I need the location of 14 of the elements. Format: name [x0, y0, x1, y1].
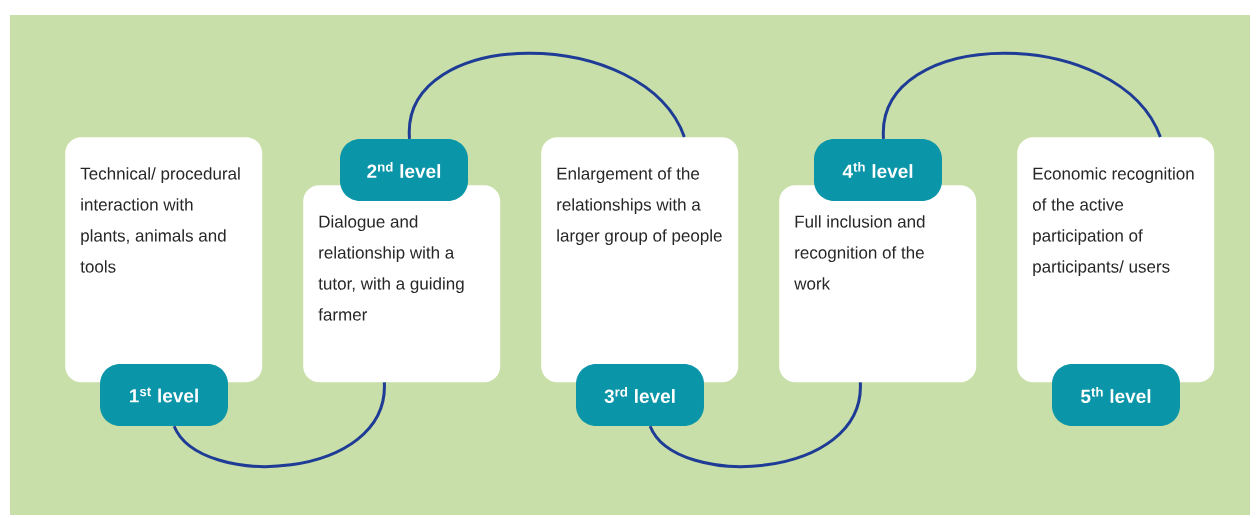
- level-badge: 3$^{rd}$ level: [576, 364, 704, 426]
- connecting-curve: [648, 382, 862, 468]
- level-badge: 4$^{th}$ level: [814, 139, 942, 201]
- level-badge: 1$^{st}$ level: [100, 364, 228, 426]
- text-card: Economic recognition of the active participation of participants/ users: [1017, 137, 1215, 383]
- connecting-curve: [408, 51, 686, 139]
- text-card: Technical/ procedural interaction with plants, animals and tools: [65, 137, 263, 383]
- level-badge: 2$^{nd}$ level: [340, 139, 468, 201]
- text-card: Dialogue and relationship with a tutor, with a guiding farmer: [303, 185, 501, 383]
- text-card: Full inclusion and recognition of the work: [779, 185, 977, 383]
- connecting-curve: [172, 382, 386, 468]
- text-card: Enlargement of the relationships with a larger group of people: [541, 137, 739, 383]
- level-badge: 5$^{th}$ level: [1052, 364, 1180, 426]
- connecting-curve: [882, 51, 1162, 139]
